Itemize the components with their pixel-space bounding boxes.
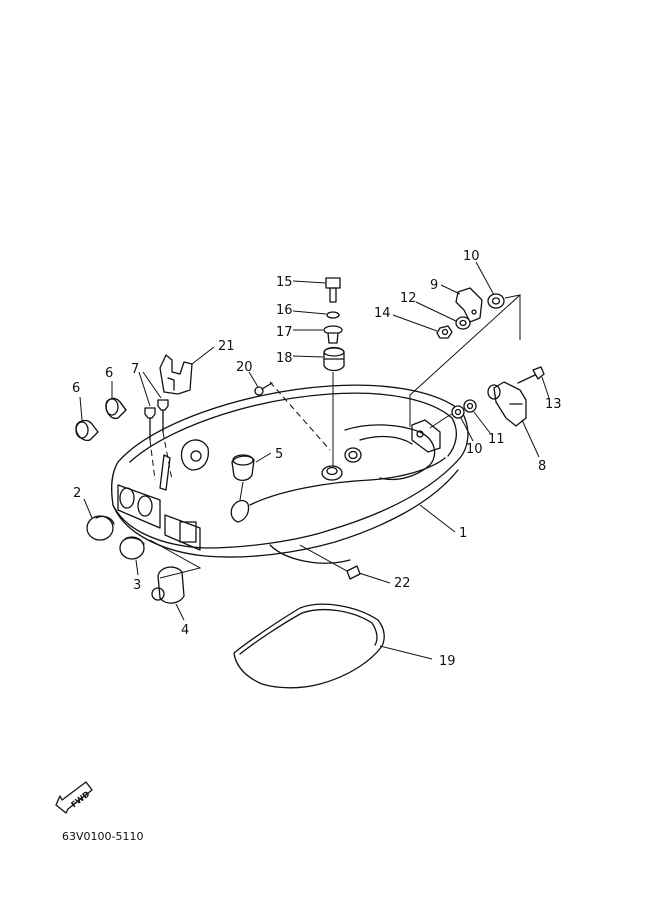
part-9-clip <box>455 287 483 323</box>
part-14-nut <box>436 325 453 339</box>
callout-5: 5 <box>275 447 283 462</box>
part-22-label <box>346 565 361 580</box>
callout-21: 21 <box>218 339 235 354</box>
part-cover-plate <box>159 439 210 491</box>
part-20-screw <box>254 382 273 396</box>
part-10-tie-line <box>504 294 521 299</box>
callout-15: 15 <box>276 275 293 290</box>
part-9-assembly-bracket-line <box>409 293 521 427</box>
callout-labels: 1 2 3 4 5 6 6 7 8 9 10 10 11 12 13 14 15… <box>72 249 562 669</box>
part-18-grommet <box>323 346 345 372</box>
part-20-dash-line <box>269 381 331 451</box>
callout-6-lower: 6 <box>72 381 80 396</box>
drawing-code: 63V0100-5110 <box>62 830 143 843</box>
bottom-cowling <box>111 384 469 564</box>
leader-lines <box>79 261 550 660</box>
callout-8: 8 <box>538 459 546 474</box>
part-3-cap <box>119 536 145 560</box>
part-11-washer <box>463 399 477 413</box>
part-21-bracket <box>159 354 193 395</box>
callout-22: 22 <box>394 576 411 591</box>
callout-11: 11 <box>488 432 505 447</box>
part-19-gasket-inner <box>239 608 378 655</box>
part-16-washer <box>326 311 340 319</box>
callout-14: 14 <box>374 306 391 321</box>
part-10-washer-upper <box>487 293 505 309</box>
callout-6-upper: 6 <box>105 366 113 381</box>
callout-13: 13 <box>545 397 562 412</box>
part-5-grommet <box>231 454 255 501</box>
part-13-bolt <box>517 366 545 384</box>
part-7-screws <box>144 399 173 481</box>
part-4-grommet <box>151 566 185 604</box>
callout-1: 1 <box>459 526 467 541</box>
part-15-bolt <box>325 277 341 303</box>
callout-10-upper: 10 <box>463 249 480 264</box>
part-12-washer <box>455 316 471 330</box>
callout-7: 7 <box>131 362 139 377</box>
callout-12: 12 <box>400 291 417 306</box>
part-6-plug-upper <box>105 397 127 420</box>
part-8-damper <box>487 381 527 427</box>
callout-17: 17 <box>276 325 293 340</box>
callout-20: 20 <box>236 360 253 375</box>
callout-4: 4 <box>181 623 189 638</box>
callout-3: 3 <box>133 578 141 593</box>
callout-18: 18 <box>276 351 293 366</box>
callout-2: 2 <box>73 486 81 501</box>
callout-10-lower: 10 <box>466 442 483 457</box>
callout-19: 19 <box>439 654 456 669</box>
part-19-gasket <box>233 603 385 689</box>
part-17-collar <box>323 325 343 344</box>
part-10-washer-lower <box>451 405 465 419</box>
part-2-cap <box>86 515 115 541</box>
callout-9: 9 <box>430 278 438 293</box>
part-4-leader-bracket <box>149 539 202 579</box>
forward-arrow-icon: FWD <box>55 781 93 814</box>
part-6-plug-lower <box>75 419 99 442</box>
part-10-lower-leader <box>429 413 453 429</box>
callout-16: 16 <box>276 303 293 318</box>
